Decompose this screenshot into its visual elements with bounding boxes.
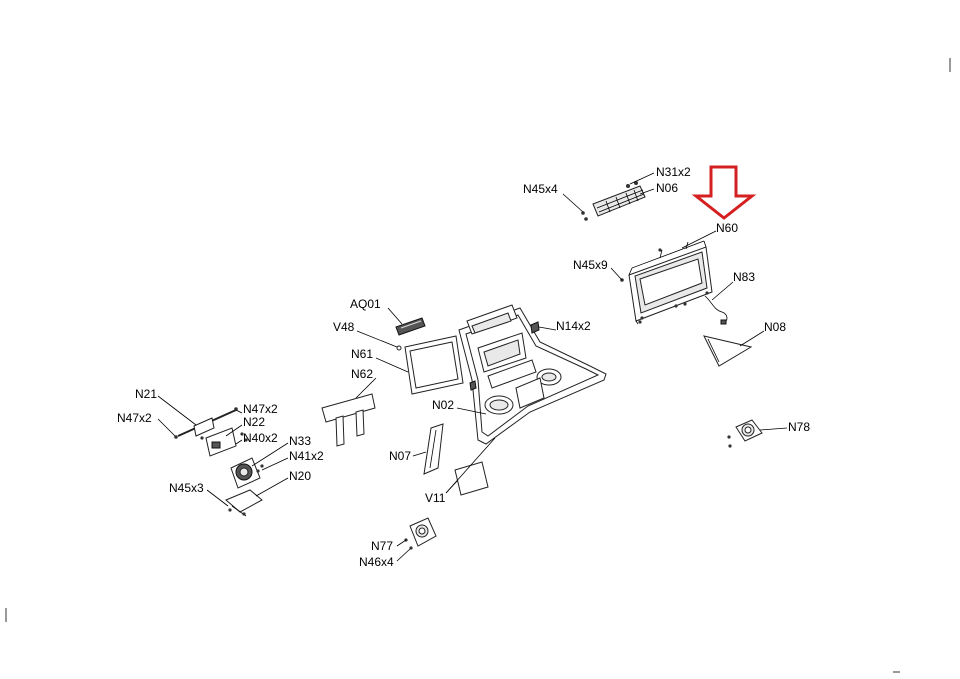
callout-n08: N08	[764, 320, 786, 334]
part-n08-side-panel	[703, 335, 753, 367]
part-n20-bracket	[225, 489, 263, 517]
part-n02-center-console	[458, 304, 607, 445]
part-n61-screen-panel	[404, 335, 464, 395]
callout-v48: V48	[333, 320, 355, 334]
callout-n14x2: N14x2	[556, 319, 591, 333]
part-n21-bracket	[174, 407, 238, 439]
part-n62-bracket	[321, 393, 376, 447]
callout-n22: N22	[243, 415, 265, 429]
part-n22-housing	[200, 427, 237, 457]
part-n40x2-screws	[240, 432, 248, 442]
callout-v11: V11	[425, 491, 446, 505]
part-n33-speaker	[230, 457, 261, 489]
callout-n33: N33	[289, 434, 311, 448]
callout-n46x4: N46x4	[359, 555, 394, 569]
part-n14x2-clips	[469, 321, 540, 391]
callout-n40x2: N40x2	[243, 431, 278, 445]
part-n60-display-module	[628, 240, 713, 325]
callout-aq01: AQ01	[350, 297, 381, 311]
callout-n47x2-right: N47x2	[243, 402, 278, 416]
callout-n21: N21	[135, 387, 157, 401]
leader-lines	[157, 172, 788, 562]
callout-n45x4: N45x4	[523, 182, 558, 196]
callout-n02: N02	[432, 398, 454, 412]
part-n83-cable	[704, 295, 728, 325]
callout-n41x2: N41x2	[289, 449, 324, 463]
callout-n62: N62	[351, 367, 373, 381]
callout-labels: N31x2 N45x4 N06 N60 N45x9 N83 AQ01 N08 V…	[117, 165, 810, 569]
callout-n83: N83	[733, 270, 755, 284]
callout-n20: N20	[289, 469, 311, 483]
part-n77-round-module	[404, 517, 437, 550]
part-aq01-vent	[395, 317, 426, 336]
part-v48-marker	[396, 345, 402, 351]
callout-n60: N60	[716, 221, 738, 235]
callout-n61: N61	[351, 347, 373, 361]
callout-n78: N78	[788, 420, 810, 434]
highlight-arrow-icon	[691, 165, 757, 220]
part-n45x4-screws	[581, 211, 588, 221]
callout-n06: N06	[656, 181, 678, 195]
part-n41x2-screws	[256, 464, 264, 473]
part-n78-round-module	[727, 419, 763, 448]
callout-n07: N07	[389, 449, 411, 463]
part-n06-vent-bar	[592, 185, 646, 217]
part-n07-side-trim	[423, 423, 444, 475]
callout-n47x2-left: N47x2	[117, 411, 152, 425]
callout-n31x2: N31x2	[656, 165, 691, 179]
callout-n45x3: N45x3	[169, 481, 204, 495]
part-v11-pad	[454, 461, 489, 496]
callout-n45x9: N45x9	[573, 258, 608, 272]
callout-n77: N77	[371, 539, 393, 553]
